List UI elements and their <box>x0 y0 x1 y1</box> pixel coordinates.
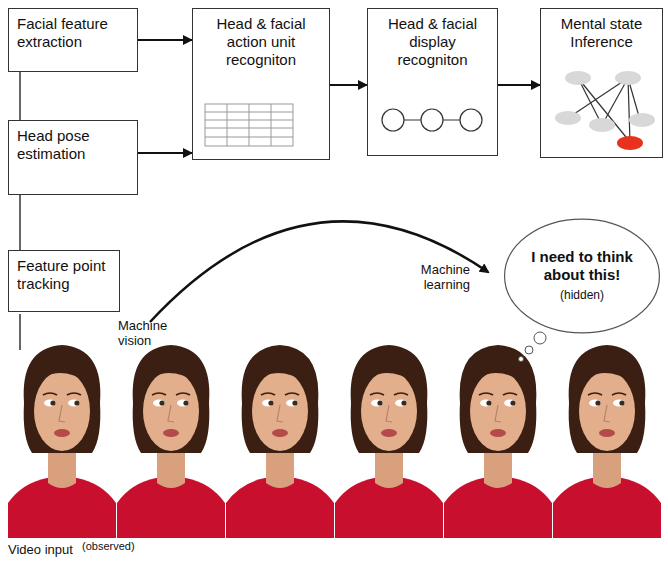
node-text: Head & facial action unit recogniton <box>201 15 321 69</box>
link-line <box>19 72 21 120</box>
node-note: (hidden) <box>560 286 604 304</box>
flow-arrow <box>330 84 367 86</box>
caption-label: Video input <box>8 542 88 557</box>
flow-arrow <box>138 39 192 41</box>
process-box: Head & facial display recogniton <box>367 8 498 156</box>
link-line <box>19 195 21 250</box>
thought-tail <box>519 332 547 362</box>
flow-arrow <box>498 84 540 86</box>
face-frame <box>226 345 334 538</box>
tracking-line <box>19 314 21 350</box>
node-text: I need to think about this! <box>527 248 637 284</box>
process-box: Head pose estimation <box>8 120 138 195</box>
stage-label: Machine learning <box>400 262 470 292</box>
process-box: Head & facial action unit recogniton <box>192 8 330 160</box>
face-frame <box>444 345 552 538</box>
face-frame <box>335 345 443 538</box>
caption-label: (observed) <box>82 539 162 554</box>
node-text: Mental state Inference <box>549 15 654 51</box>
au-grid <box>205 104 293 146</box>
state-graph <box>555 71 655 150</box>
node-text: Head & facial display recogniton <box>376 15 489 69</box>
stage-label: Machine vision <box>118 318 178 348</box>
learning-arrow <box>150 221 488 322</box>
process-box: Feature point tracking <box>8 250 120 312</box>
node-text: Facial feature extraction <box>17 15 129 51</box>
face-frame <box>553 345 661 538</box>
process-box: Mental state Inference <box>540 8 663 158</box>
display-chain <box>382 109 482 131</box>
node-text: Feature point tracking <box>17 257 111 293</box>
face-frame <box>8 345 116 538</box>
face-frame <box>117 345 225 538</box>
flow-arrow <box>138 152 192 154</box>
process-box: Facial feature extraction <box>8 8 138 72</box>
thought-bubble: I need to think about this! (hidden) <box>503 218 661 334</box>
node-text: Head pose estimation <box>17 127 129 163</box>
